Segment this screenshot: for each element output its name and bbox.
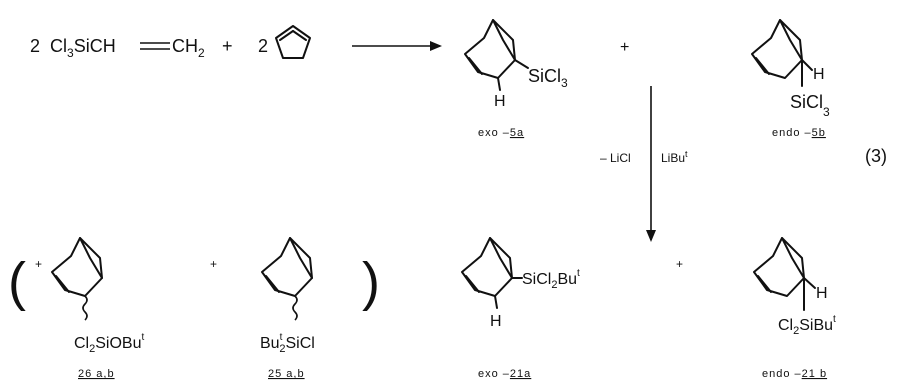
exo-5a-label: exo –5a [478, 127, 524, 139]
endo-5b-sicl3: SiCl3 [790, 92, 830, 119]
coefficient-2a: 2 [30, 36, 40, 56]
exo-21a-hydrogen: H [490, 313, 502, 330]
norbornene-25ab [261, 237, 313, 321]
26ab-label: 26 a,b [78, 368, 115, 380]
endo-5b-label: endo –5b [772, 127, 826, 139]
double-bond-sign [140, 42, 170, 50]
plus-sign-5: + [676, 257, 683, 271]
endo-21b-substituent: Cl2SiBut [778, 314, 836, 337]
plus-sign-4: + [210, 257, 217, 271]
norbornene-endo-21b [753, 237, 816, 311]
endo-21b-hydrogen: H [816, 285, 828, 302]
open-bracket: ( [8, 252, 26, 312]
norbornene-26ab [51, 237, 103, 321]
reagent-libut: LiBut [661, 149, 688, 165]
endo-5b-hydrogen: H [813, 66, 825, 83]
exo-21a-substituent: SiCl2But [522, 268, 580, 291]
plus-sign-1: + [222, 36, 233, 56]
26ab-substituent: Cl2SiOBut [74, 332, 144, 355]
norbornene-exo-21a [461, 237, 523, 309]
vinyl-trichlorosilane-formula: Cl3SiCH [50, 36, 116, 60]
norbornene-endo-5b [751, 19, 813, 87]
ch2-label: CH2 [172, 36, 205, 60]
plus-sign-3: + [35, 257, 42, 271]
exo-21a-label: exo –21a [478, 368, 531, 380]
exo-5a-hydrogen: H [494, 93, 506, 110]
exo-5a-sicl3: SiCl3 [528, 66, 568, 90]
reagent-minus-licl: – LiCl [600, 151, 631, 165]
norbornene-exo-5a [464, 19, 529, 91]
cyclopentadiene-structure [275, 25, 311, 59]
25ab-label: 25 a,b [268, 368, 305, 380]
coefficient-2b: 2 [258, 36, 268, 56]
plus-sign-2: + [620, 39, 629, 56]
endo-21b-label: endo –21 b [762, 368, 827, 380]
equation-number: (3) [865, 146, 887, 166]
close-bracket: ) [362, 252, 380, 312]
